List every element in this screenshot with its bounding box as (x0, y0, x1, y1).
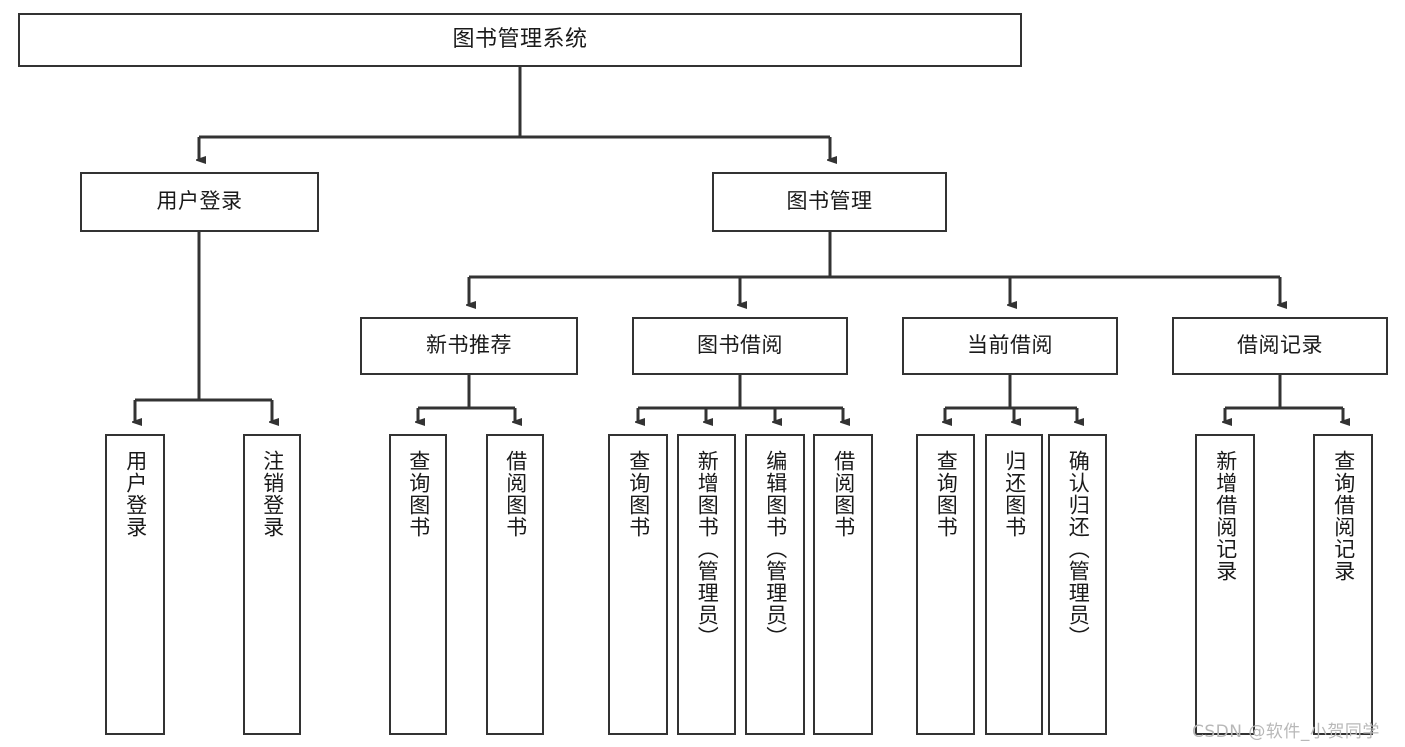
leaf-label: 确认归还（管理员） (1066, 450, 1091, 648)
leaf-query-borrow-record[interactable]: 查询借阅记录 (1313, 434, 1373, 735)
node-book-borrow-label: 图书借阅 (697, 333, 783, 358)
node-book-management[interactable]: 图书管理 (712, 172, 947, 232)
node-borrow-record[interactable]: 借阅记录 (1172, 317, 1388, 375)
leaf-query-books-recommend[interactable]: 查询图书 (389, 434, 447, 735)
leaf-label: 新增借阅记录 (1213, 450, 1238, 582)
csdn-watermark: CSDN @软件_小贺同学 (1192, 722, 1380, 742)
leaf-query-books-borrow[interactable]: 查询图书 (608, 434, 668, 735)
node-new-book-recommend-label: 新书推荐 (426, 333, 512, 358)
leaf-edit-book-admin[interactable]: 编辑图书（管理员） (745, 434, 805, 735)
leaf-label: 查询图书 (934, 450, 959, 538)
node-user-login-label: 用户登录 (156, 189, 243, 214)
leaf-label: 借阅图书 (831, 450, 856, 538)
leaf-label: 编辑图书（管理员） (763, 450, 788, 648)
leaf-confirm-return-admin[interactable]: 确认归还（管理员） (1048, 434, 1107, 735)
node-user-login[interactable]: 用户登录 (80, 172, 319, 232)
node-book-management-label: 图书管理 (786, 189, 873, 214)
leaf-label: 借阅图书 (503, 450, 528, 538)
node-book-borrow[interactable]: 图书借阅 (632, 317, 848, 375)
leaf-add-borrow-record[interactable]: 新增借阅记录 (1195, 434, 1255, 735)
leaf-borrow-books[interactable]: 借阅图书 (813, 434, 873, 735)
leaf-add-book-admin[interactable]: 新增图书（管理员） (677, 434, 736, 735)
node-current-borrow[interactable]: 当前借阅 (902, 317, 1118, 375)
leaf-user-login[interactable]: 用户登录 (105, 434, 165, 735)
node-borrow-record-label: 借阅记录 (1237, 333, 1323, 358)
node-new-book-recommend[interactable]: 新书推荐 (360, 317, 578, 375)
leaf-return-books[interactable]: 归还图书 (985, 434, 1043, 735)
node-root[interactable]: 图书管理系统 (18, 13, 1022, 67)
leaf-label: 新增图书（管理员） (695, 450, 720, 648)
leaf-logout[interactable]: 注销登录 (243, 434, 301, 735)
leaf-borrow-books-recommend[interactable]: 借阅图书 (486, 434, 544, 735)
node-current-borrow-label: 当前借阅 (967, 333, 1053, 358)
leaf-label: 查询借阅记录 (1331, 450, 1356, 582)
leaf-label: 注销登录 (260, 450, 285, 538)
node-root-label: 图书管理系统 (452, 26, 588, 52)
leaf-label: 查询图书 (406, 450, 431, 538)
leaf-label: 查询图书 (626, 450, 651, 538)
leaf-label: 用户登录 (123, 450, 148, 538)
leaf-query-books-current[interactable]: 查询图书 (916, 434, 975, 735)
leaf-label: 归还图书 (1002, 450, 1027, 538)
